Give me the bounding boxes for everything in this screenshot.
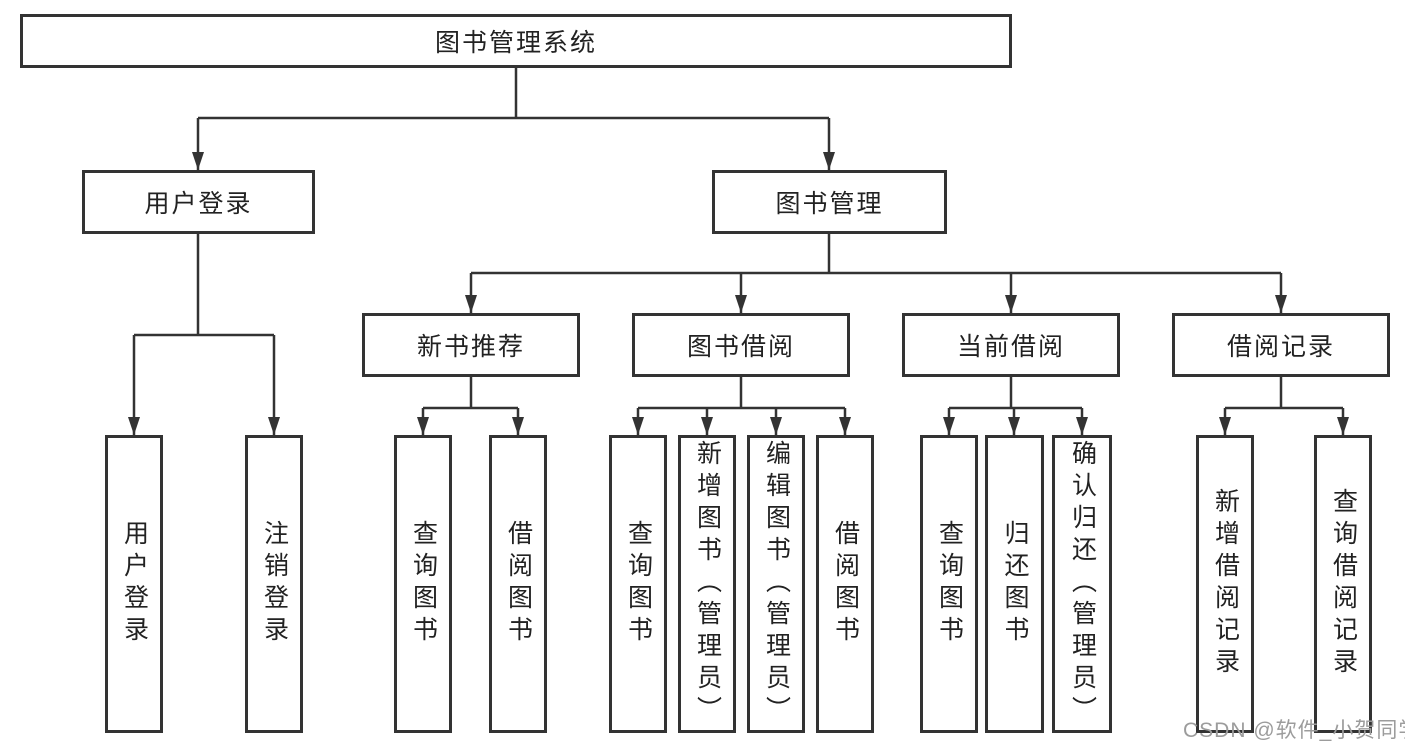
- leaf-logout: 注销登录: [245, 435, 303, 733]
- leaf-user-login: 用户登录: [105, 435, 163, 733]
- leaf-add-borrow-record: 新增借阅记录: [1196, 435, 1254, 733]
- leaf-borrow-books-2: 借阅图书: [816, 435, 874, 733]
- leaf-edit-books-admin-label: 编辑图书（管理员）: [762, 440, 791, 728]
- csdn-watermark: CSDN @软件_小贺同学: [1183, 719, 1405, 742]
- leaf-query-books-3: 查询图书: [920, 435, 978, 733]
- leaf-query-books-1: 查询图书: [394, 435, 452, 733]
- leaf-query-books-3-label: 查询图书: [935, 520, 964, 648]
- leaf-return-books-label: 归还图书: [1001, 520, 1029, 648]
- leaf-query-borrow-record: 查询借阅记录: [1314, 435, 1372, 733]
- leaf-query-books-1-label: 查询图书: [409, 520, 438, 648]
- leaf-return-books: 归还图书: [985, 435, 1044, 733]
- leaf-add-books-admin-label: 新增图书（管理员）: [693, 440, 722, 728]
- node-book-borrowing: 图书借阅: [632, 313, 850, 377]
- leaf-add-borrow-record-label: 新增借阅记录: [1211, 488, 1240, 680]
- node-borrowing-records: 借阅记录: [1172, 313, 1390, 377]
- node-current-borrowing: 当前借阅: [902, 313, 1120, 377]
- leaf-logout-label: 注销登录: [260, 520, 289, 648]
- leaf-borrow-books-2-label: 借阅图书: [831, 520, 860, 648]
- leaf-confirm-return-admin-label: 确认归还（管理员）: [1068, 440, 1097, 728]
- leaf-borrow-books-1-label: 借阅图书: [504, 520, 533, 648]
- leaf-add-books-admin: 新增图书（管理员）: [678, 435, 736, 733]
- leaf-query-books-2-label: 查询图书: [624, 520, 653, 648]
- leaf-query-borrow-record-label: 查询借阅记录: [1329, 488, 1358, 680]
- leaf-borrow-books-1: 借阅图书: [489, 435, 547, 733]
- leaf-user-login-label: 用户登录: [120, 520, 149, 648]
- node-new-book-recommendation: 新书推荐: [362, 313, 580, 377]
- node-root-system: 图书管理系统: [20, 14, 1012, 68]
- node-book-management: 图书管理: [712, 170, 947, 234]
- leaf-edit-books-admin: 编辑图书（管理员）: [747, 435, 805, 733]
- leaf-confirm-return-admin: 确认归还（管理员）: [1052, 435, 1112, 733]
- node-user-login: 用户登录: [82, 170, 315, 234]
- leaf-query-books-2: 查询图书: [609, 435, 667, 733]
